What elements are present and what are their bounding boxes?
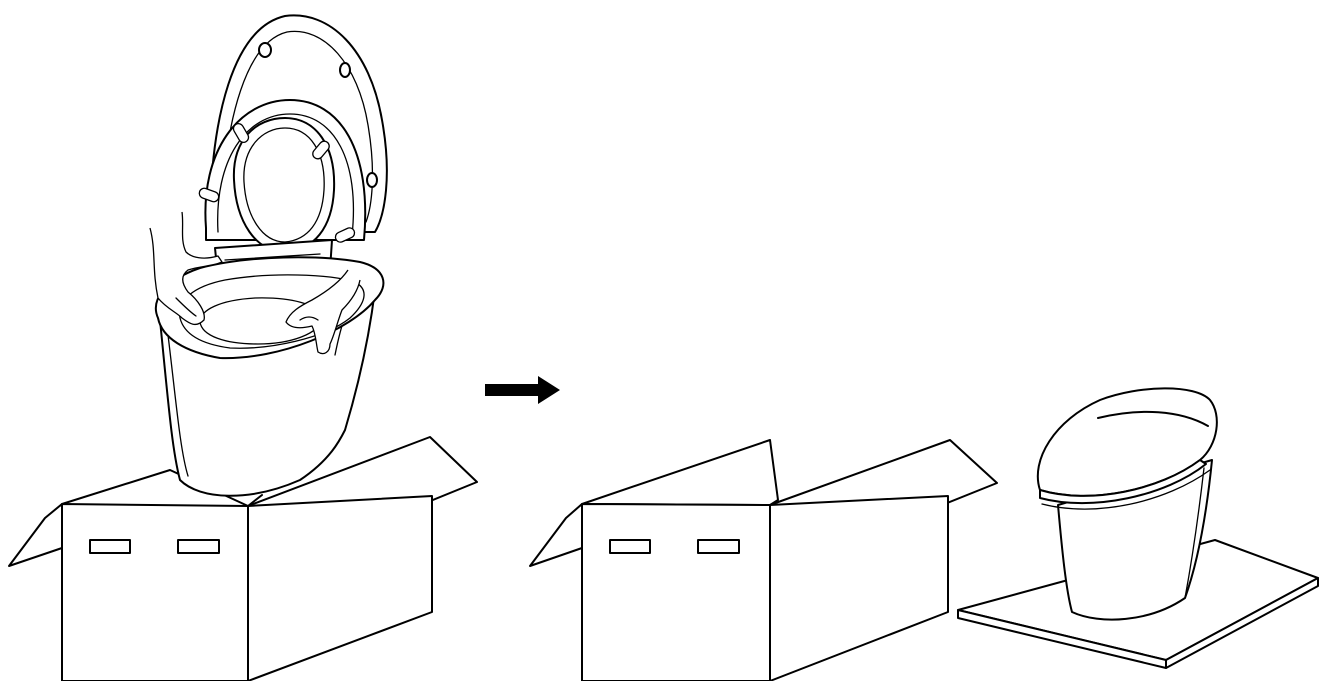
box-flap-left bbox=[529, 503, 583, 567]
lid-hole bbox=[258, 42, 272, 58]
step-2-illustration bbox=[529, 387, 1319, 681]
box-side-panel bbox=[769, 495, 949, 681]
shipping-box-open bbox=[8, 436, 478, 681]
lid-hole bbox=[366, 172, 378, 188]
box-front-panel bbox=[61, 503, 249, 681]
lid-hole bbox=[339, 62, 351, 78]
seat-bumper bbox=[312, 140, 330, 160]
board-side-edge bbox=[1165, 577, 1319, 669]
box-front-panel bbox=[581, 503, 771, 681]
box-handhole-left bbox=[609, 539, 651, 554]
toilet-lifted bbox=[149, 14, 388, 497]
box-flap-left bbox=[8, 503, 63, 567]
hand-right bbox=[285, 269, 361, 355]
seat-bumper bbox=[232, 123, 250, 143]
box-rear-edge bbox=[247, 494, 263, 507]
arrow-right-icon bbox=[485, 376, 560, 404]
box-handhole-right bbox=[177, 539, 220, 554]
seat-bumper bbox=[198, 187, 220, 203]
toilet-seat-band bbox=[1039, 459, 1207, 505]
box-handhole-right bbox=[697, 539, 740, 554]
seat-bumper bbox=[334, 227, 356, 243]
hand-left bbox=[149, 211, 223, 326]
seat-opening bbox=[232, 117, 336, 253]
box-side-panel bbox=[247, 495, 433, 681]
box-back-flap bbox=[581, 439, 779, 506]
toilet-assembled bbox=[1036, 387, 1218, 621]
box-handhole-left bbox=[89, 539, 131, 554]
step-1-illustration bbox=[8, 14, 478, 681]
shipping-box-empty bbox=[529, 439, 998, 681]
